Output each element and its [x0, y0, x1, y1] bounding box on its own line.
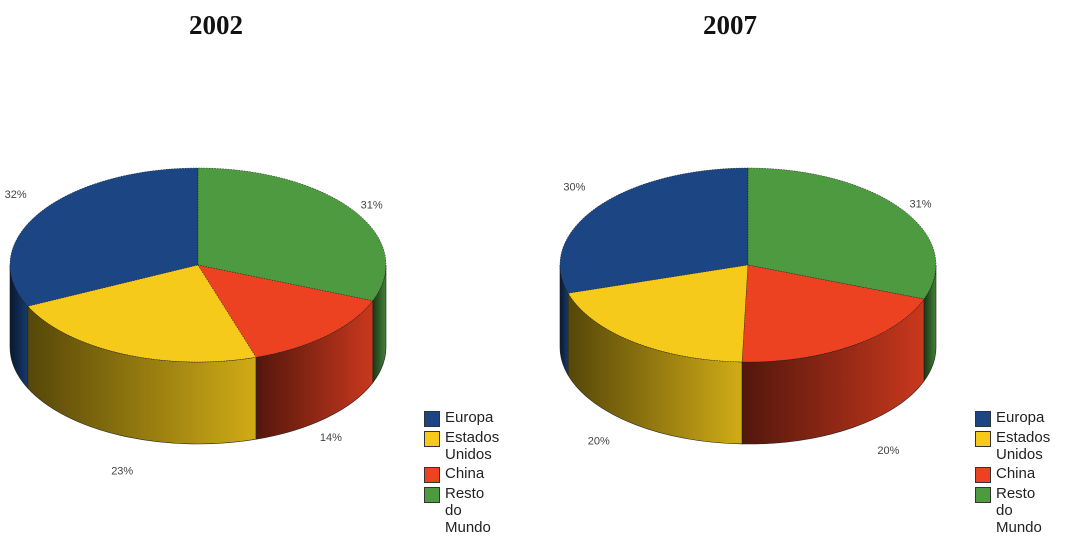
legend-label-china: China	[996, 465, 1036, 482]
legend-label-resto-do-mundo: Resto do Mundo	[996, 485, 1042, 536]
pie-slice-estados-unidos	[567, 264, 749, 363]
legend-label-estados-unidos: Estados Unidos	[996, 429, 1051, 463]
legend-swatch-china	[975, 467, 991, 483]
legend-swatch-china	[424, 467, 440, 483]
legend-item-europa: Europa	[424, 409, 505, 427]
legend-label-estados-unidos: Estados Unidos	[445, 429, 500, 463]
chart-title-2002: 2002	[189, 10, 243, 40]
pie-slice-europa	[9, 167, 199, 307]
legend-item-resto-do-mundo: Resto do Mundo	[975, 485, 1056, 536]
pie-slice-china	[741, 264, 925, 363]
legend-item-china: China	[424, 465, 505, 483]
pie-slice-resto-do-mundo	[747, 167, 937, 300]
data-label-europa: 30%	[563, 182, 585, 194]
legend-swatch-resto-do-mundo	[424, 487, 440, 503]
legend-label-china: China	[445, 465, 485, 482]
pie-labels: 30% 20% 20% 31%	[563, 182, 931, 457]
legend-swatch-resto-do-mundo	[975, 487, 991, 503]
data-label-china: 20%	[877, 445, 899, 457]
legend-item-china: China	[975, 465, 1056, 483]
legend-label-resto-do-mundo: Resto do Mundo	[445, 485, 491, 536]
data-label-estados-unidos: 20%	[588, 435, 610, 447]
legend-2002: Europa Estados Unidos China Resto do Mun…	[424, 409, 505, 538]
pie-slice-resto-do-mundo	[197, 167, 387, 301]
data-label-resto-do-mundo: 31%	[909, 199, 931, 211]
legend-swatch-europa	[975, 411, 991, 427]
pie-tops	[559, 167, 937, 363]
pie-labels: 32% 23% 14% 31%	[5, 189, 383, 478]
legend-swatch-estados-unidos	[975, 431, 991, 447]
data-label-china: 14%	[320, 432, 342, 444]
pie-tops	[9, 167, 387, 363]
legend-item-estados-unidos: Estados Unidos	[424, 429, 505, 463]
pie-slice-china	[197, 264, 374, 358]
legend-2007: Europa Estados Unidos China Resto do Mun…	[975, 409, 1056, 538]
data-label-europa: 32%	[5, 189, 27, 201]
data-label-resto-do-mundo: 31%	[361, 200, 383, 212]
pie-sides	[9, 264, 387, 445]
pie-slice-europa	[559, 167, 749, 294]
legend-swatch-estados-unidos	[424, 431, 440, 447]
legend-label-europa: Europa	[445, 409, 494, 426]
chart-title-2007: 2007	[703, 10, 757, 40]
legend-swatch-europa	[424, 411, 440, 427]
pie-sides	[559, 264, 937, 445]
legend-label-europa: Europa	[996, 409, 1045, 426]
data-label-estados-unidos: 23%	[111, 466, 133, 478]
legend-item-europa: Europa	[975, 409, 1056, 427]
legend-item-resto-do-mundo: Resto do Mundo	[424, 485, 505, 536]
legend-item-estados-unidos: Estados Unidos	[975, 429, 1056, 463]
pie-slice-estados-unidos	[27, 264, 257, 363]
